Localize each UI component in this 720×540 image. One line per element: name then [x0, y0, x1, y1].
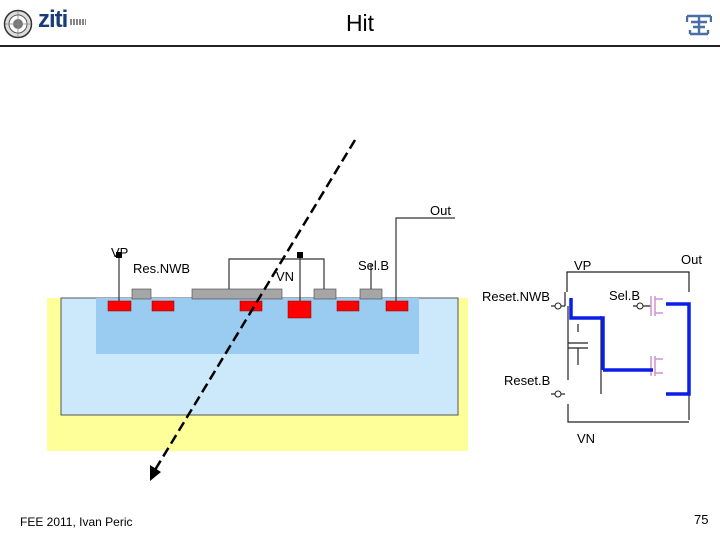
sch-vn-label: VN [577, 431, 595, 446]
signal-bus [569, 298, 691, 396]
diffusion-5 [385, 300, 409, 312]
reset-b-gate-bubble [554, 390, 562, 398]
sel-b-gate-bubble [636, 302, 644, 310]
reset-nwb-gate-bubble [554, 302, 562, 310]
cs-vn-label: VN [276, 269, 294, 284]
footer-credit: FEE 2011, Ivan Peric [20, 515, 133, 529]
institute-emblem-icon [686, 14, 712, 36]
gate-mid [313, 288, 337, 300]
cs-resnwb-label: Res.NWB [133, 261, 190, 276]
cs-selb-label: Sel.B [358, 258, 389, 273]
page-number: 75 [694, 512, 709, 527]
cross-section-wires [118, 217, 455, 301]
vp-contact [116, 252, 122, 258]
gate-wide [191, 288, 283, 300]
ziti-logo-stripes [70, 19, 86, 25]
sch-out-label: Out [681, 252, 702, 267]
cs-out-label: Out [430, 203, 451, 218]
sch-resetnwb-label: Reset.NWB [482, 289, 550, 304]
particle-track [153, 139, 357, 471]
page-title: Hit [345, 10, 375, 36]
diffusion-collector [287, 300, 312, 319]
particle-arrowhead [150, 465, 161, 481]
sch-selb-label: Sel.B [609, 288, 640, 303]
diffusion-2 [151, 300, 175, 312]
ziti-logo-text: ziti [38, 6, 68, 33]
gate-right [359, 288, 383, 300]
gate-left [131, 288, 152, 300]
pmos-transistors [650, 296, 663, 376]
university-seal-icon [3, 9, 33, 39]
vn-contact [297, 252, 303, 258]
header-divider [0, 45, 720, 47]
ziti-logo: ziti [38, 6, 86, 36]
diffusion-1 [107, 300, 132, 312]
diffusion-4 [336, 300, 360, 312]
sch-resetb-label: Reset.B [504, 373, 550, 388]
slide-header: ziti Hit [0, 0, 720, 48]
sch-vp-label: VP [574, 258, 591, 273]
cs-vp-label: VP [111, 245, 128, 260]
